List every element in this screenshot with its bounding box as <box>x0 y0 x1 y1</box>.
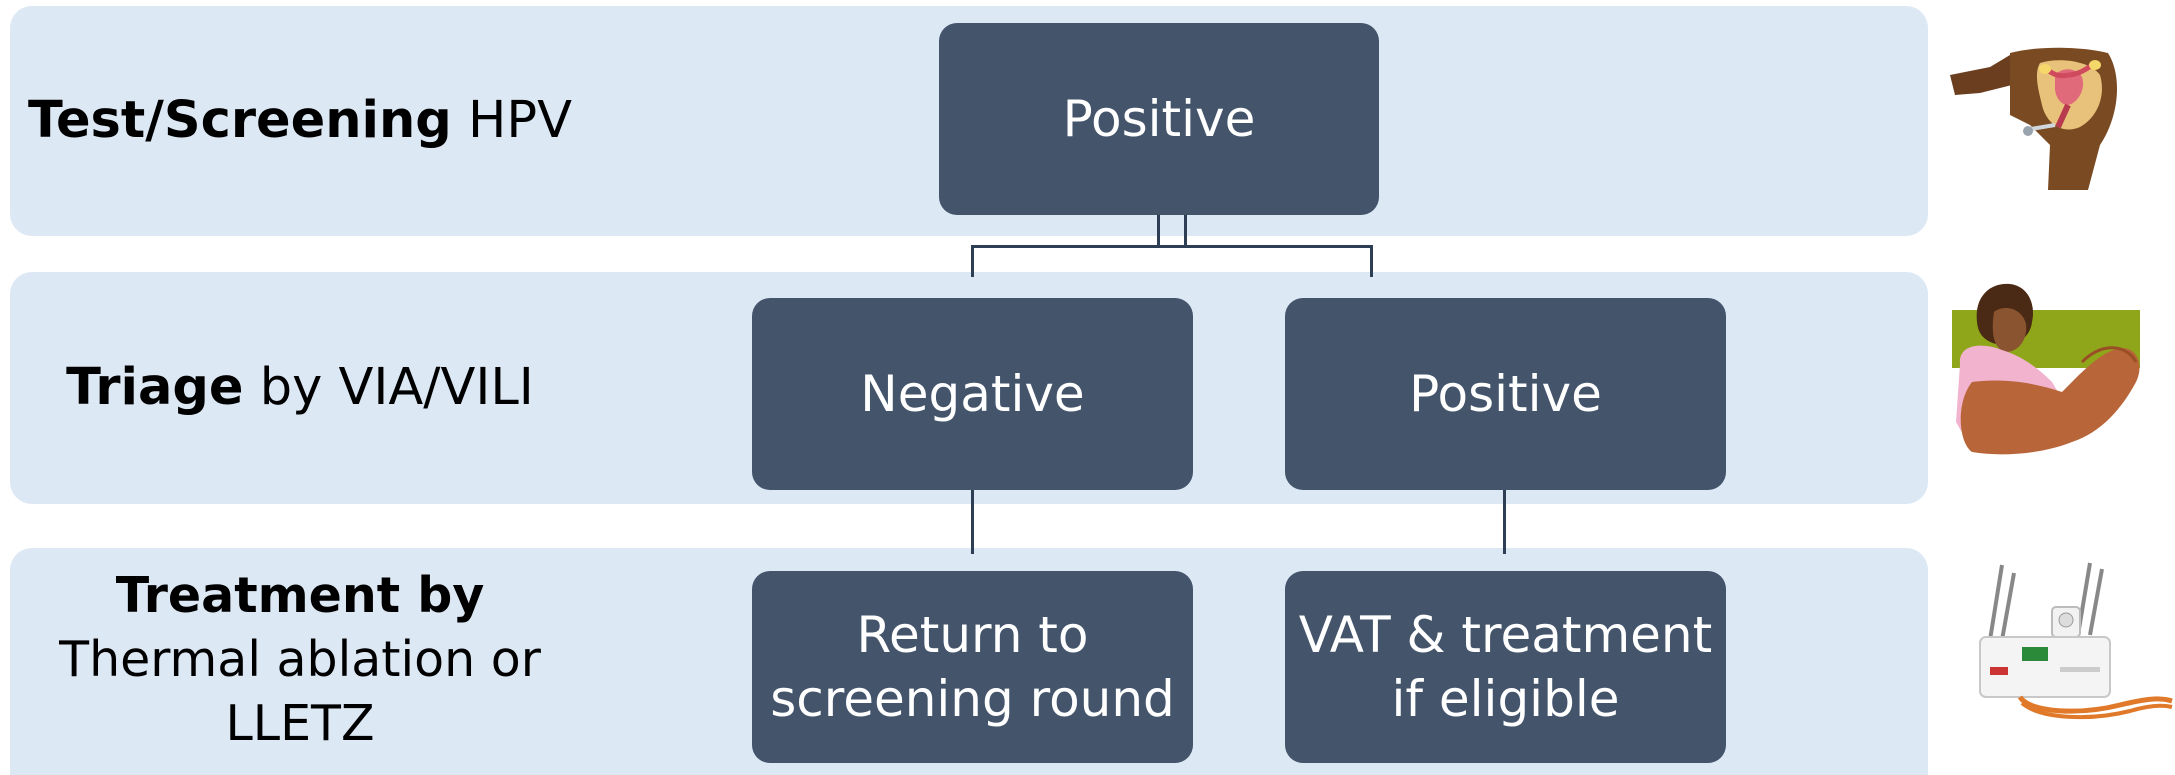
connector-horizontal <box>971 245 1373 248</box>
triage-negative-text: Negative <box>860 365 1085 423</box>
screening-label-rest: HPV <box>451 90 573 150</box>
screening-label-bold: Test/Screening <box>27 90 452 150</box>
screening-label: Test/Screening HPV <box>10 6 590 236</box>
vat-line2: if eligible <box>1391 670 1620 728</box>
vat-line1: VAT & treatment <box>1298 606 1713 664</box>
hpv-positive-node: Positive <box>939 23 1379 215</box>
treatment-label-line2: Thermal ablation or <box>59 631 541 689</box>
triage-positive-node: Positive <box>1285 298 1726 490</box>
hpv-positive-text: Positive <box>1062 90 1256 148</box>
treatment-label: Treatment by Thermal ablation or LLETZ <box>10 560 590 760</box>
return-line2: screening round <box>770 670 1175 728</box>
treatment-label-bold: Treatment by <box>115 567 485 625</box>
triage-label: Triage by VIA/VILI <box>10 272 590 504</box>
vat-treatment-node: VAT & treatment if eligible <box>1285 571 1726 763</box>
treatment-label-line3: LLETZ <box>225 694 375 752</box>
triage-negative-node: Negative <box>752 298 1193 490</box>
connector-left-drop <box>971 245 974 277</box>
connector-positive-down <box>1503 490 1506 554</box>
connector-hpv-left-stem <box>1157 214 1160 247</box>
triage-label-bold: Triage <box>66 357 244 417</box>
triage-label-rest: by VIA/VILI <box>243 357 534 417</box>
return-screening-node: Return to screening round <box>752 571 1193 763</box>
pelvic-exam-icon <box>1950 47 2118 190</box>
connector-hpv-right-stem <box>1184 214 1187 247</box>
return-line1: Return to <box>856 606 1089 664</box>
thermal-ablation-device-icon <box>1979 562 2173 720</box>
connector-right-drop <box>1370 245 1373 277</box>
patient-examination-icon <box>1952 283 2140 455</box>
triage-positive-text: Positive <box>1409 365 1602 423</box>
connector-negative-down <box>971 490 974 554</box>
